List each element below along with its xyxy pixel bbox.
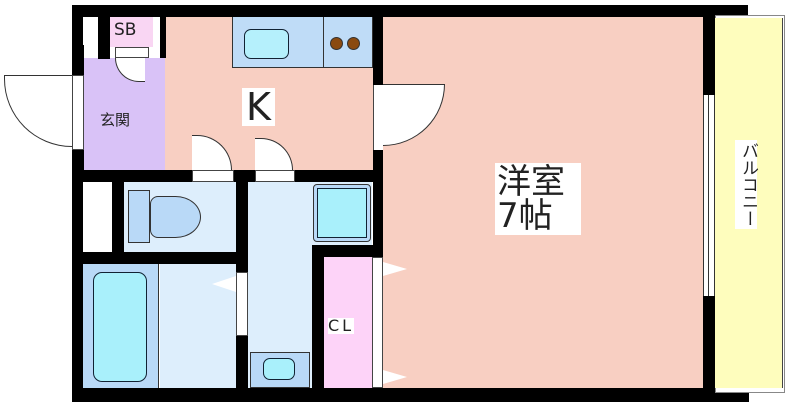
outer-wall-top bbox=[72, 5, 748, 17]
wall-kitchen-right-lower bbox=[373, 150, 383, 260]
meter-box bbox=[83, 17, 98, 45]
closet-door-marker-bottom bbox=[383, 370, 407, 384]
wall-kitchen-right bbox=[373, 5, 383, 85]
wall-bath-right-lower bbox=[236, 336, 248, 388]
toilet-tank bbox=[128, 190, 150, 243]
wall-niche-right bbox=[112, 182, 124, 252]
front-door-opening[interactable] bbox=[72, 75, 84, 150]
outer-wall-bottom bbox=[72, 388, 749, 402]
wall-closet-left bbox=[312, 245, 324, 388]
shoe-box-label: SB bbox=[114, 20, 137, 40]
kitchen-door-opening[interactable] bbox=[373, 85, 383, 150]
closet-door-marker-top bbox=[383, 262, 407, 276]
washroom-door-opening[interactable] bbox=[255, 170, 295, 182]
bathroom-door-marker bbox=[212, 276, 236, 292]
closet-doors[interactable] bbox=[372, 257, 383, 388]
stove-burner-right bbox=[347, 37, 360, 50]
sink-basin bbox=[244, 29, 289, 59]
stove-burner-left bbox=[330, 37, 343, 50]
bathroom-door[interactable] bbox=[236, 272, 248, 336]
washbasin-bowl bbox=[263, 358, 295, 380]
balcony-label: バルコニー bbox=[735, 140, 758, 229]
balcony-window bbox=[703, 95, 715, 296]
kitchen-label: K bbox=[242, 88, 275, 126]
wall-toilet-right bbox=[236, 182, 248, 272]
toilet-door-opening[interactable] bbox=[192, 170, 234, 182]
bathtub bbox=[93, 272, 147, 382]
wall-toilet-bottom bbox=[72, 252, 248, 264]
wall-sb-left bbox=[98, 17, 110, 59]
sb-door-opening[interactable] bbox=[115, 47, 149, 58]
entrance-label: 玄関 bbox=[100, 111, 131, 129]
washing-machine-pan-inner bbox=[317, 188, 367, 238]
toilet-bowl bbox=[150, 196, 201, 238]
wall-washroom-bottom-right bbox=[312, 245, 383, 257]
western-room-label: 洋室 7帖 bbox=[495, 163, 581, 235]
storage-niche bbox=[83, 182, 112, 252]
wall-entrance-right bbox=[160, 5, 166, 58]
front-door-swing bbox=[4, 75, 72, 147]
closet-label: CL bbox=[328, 316, 355, 335]
